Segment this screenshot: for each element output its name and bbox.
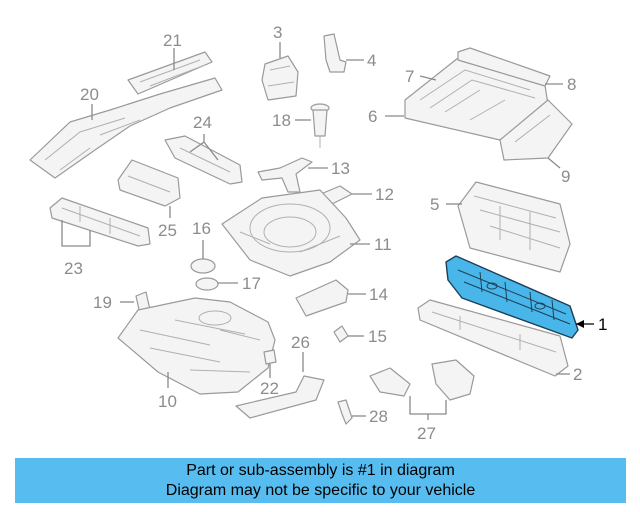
part-23-drawing	[49, 197, 151, 247]
info-banner: Part or sub-assembly is #1 in diagram Di…	[15, 458, 626, 503]
part-3-drawing	[261, 42, 299, 101]
part-10-drawing	[117, 297, 276, 395]
callout-17[interactable]: 17	[242, 274, 261, 293]
parts-diagram: 21 20 3 4 18 7 8 6	[29, 23, 607, 443]
part-5-drawing	[446, 181, 571, 273]
callout-8[interactable]: 8	[567, 75, 576, 94]
part-11-drawing	[221, 189, 370, 277]
part-14-drawing	[295, 279, 366, 317]
callout-9[interactable]: 9	[561, 167, 570, 186]
callout-24[interactable]: 24	[193, 113, 212, 132]
part-1-highlighted[interactable]	[445, 255, 594, 339]
callout-13[interactable]: 13	[331, 159, 350, 178]
callout-15[interactable]: 15	[368, 327, 387, 346]
callout-3[interactable]: 3	[273, 23, 282, 42]
part-15-drawing	[333, 325, 364, 343]
callout-6[interactable]: 6	[368, 107, 377, 126]
part-28-drawing	[337, 399, 366, 425]
callout-27[interactable]: 27	[417, 424, 436, 443]
part-2-drawing	[417, 299, 570, 377]
part-26-drawing	[235, 352, 325, 419]
part-21-drawing	[127, 48, 213, 95]
callout-23[interactable]: 23	[64, 259, 83, 278]
callout-7[interactable]: 7	[405, 67, 414, 86]
callout-2[interactable]: 2	[573, 365, 582, 384]
part-22-drawing	[263, 349, 277, 378]
part-16-17-drawing	[190, 240, 238, 291]
part-24-drawing	[164, 134, 243, 185]
part-4-drawing	[323, 33, 364, 73]
callout-19[interactable]: 19	[93, 293, 112, 312]
callout-16[interactable]: 16	[192, 219, 211, 238]
part-13-drawing	[257, 157, 328, 193]
callout-26[interactable]: 26	[291, 333, 310, 352]
callout-12[interactable]: 12	[375, 185, 394, 204]
part-20-drawing	[29, 77, 223, 179]
banner-line-2: Diagram may not be specific to your vehi…	[165, 482, 476, 499]
part-18-drawing	[295, 103, 330, 148]
part-25-drawing	[117, 159, 181, 218]
part-9-drawing	[499, 99, 573, 169]
callout-14[interactable]: 14	[369, 285, 388, 304]
callout-18[interactable]: 18	[272, 111, 291, 130]
callout-10[interactable]: 10	[158, 392, 177, 411]
callout-28[interactable]: 28	[369, 407, 388, 426]
callout-21[interactable]: 21	[163, 31, 182, 50]
callout-5[interactable]: 5	[430, 195, 439, 214]
callout-11[interactable]: 11	[374, 235, 392, 254]
callout-25[interactable]: 25	[158, 221, 177, 240]
callout-4[interactable]: 4	[367, 51, 376, 70]
callout-1[interactable]: 1	[598, 315, 607, 334]
banner-line-1: Part or sub-assembly is #1 in diagram	[186, 462, 455, 479]
callout-20[interactable]: 20	[80, 85, 99, 104]
callout-22[interactable]: 22	[260, 379, 279, 398]
part-27-drawing	[369, 359, 475, 420]
